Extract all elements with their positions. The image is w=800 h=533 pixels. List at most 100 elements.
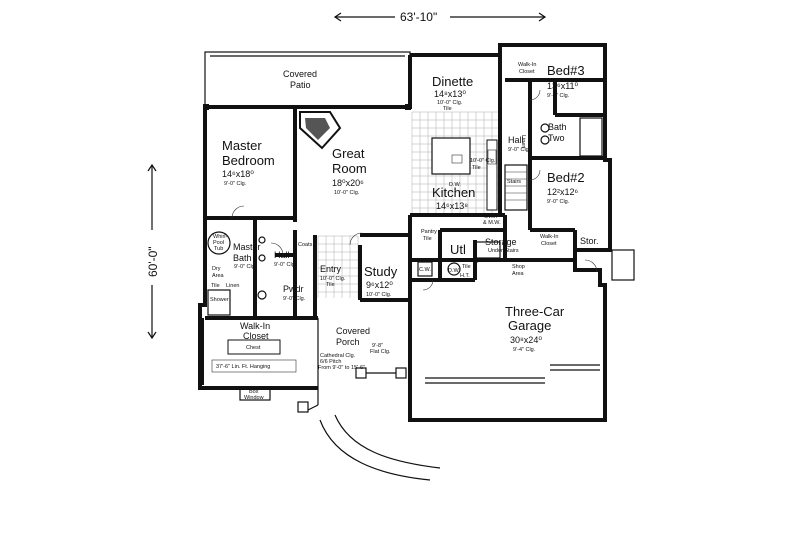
room-master-bedroom: Master Bedroom 14⁶x18⁰ 9'-0" Clg. [222, 138, 275, 187]
kitchen-counter [486, 139, 498, 211]
room-shop-area: Shop Area [512, 264, 525, 277]
master-bedroom-note: 9'-0" Clg. [224, 181, 247, 187]
garage-label-1: Three-Car [505, 304, 565, 319]
room-great-room: Great Room 18⁰x20⁶ 10'-0" Clg. [332, 146, 367, 196]
box-window-2: Window [244, 395, 264, 401]
study-size: 9⁶x12⁰ [366, 280, 393, 290]
room-storage: Storage Under Stairs [485, 237, 519, 254]
room-dinette: Dinette 14⁸x13⁰ 10'-0" Clg. Tile [432, 74, 473, 112]
room-coats: Coats [298, 242, 313, 248]
stairs-icon: Stairs [504, 164, 528, 211]
linen-right: Linen [520, 135, 526, 148]
tub-3: Tub [214, 246, 223, 252]
porch-label-1: Covered [336, 326, 370, 336]
room-master-bath: Master Bath 9'-0" Clg. Whirl- Pool Tub [213, 234, 261, 270]
kitchen-size: 14⁶x13⁸ [436, 201, 468, 211]
utl-cw: C.W. [419, 267, 431, 273]
master-bath-note: 9'-0" Clg. [234, 264, 257, 270]
dry-area-linen: Linen [226, 283, 239, 289]
room-covered-porch: Covered Porch Cathedral Clg. 6/6 Pitch F… [318, 326, 391, 371]
bed2-label: Bed#2 [547, 170, 585, 185]
utl-dw: D.W. [448, 268, 460, 274]
box-window [239, 387, 271, 401]
bed3-note: 9'-0" Clg. [547, 93, 570, 99]
porch-note-2: 6/6 Pitch [320, 359, 341, 365]
kitchen-label: Kitchen [432, 185, 475, 200]
entry-note-2: Tile [326, 282, 335, 288]
dinette-size: 14⁸x13⁰ [434, 89, 466, 99]
porch-note-3: From 9'-0" to 15'-6" [318, 365, 365, 371]
porch-note-1: Cathedral Clg. [320, 353, 356, 359]
patio-label-2: Patio [290, 80, 311, 90]
tub-2: Pool [213, 240, 224, 246]
room-dry-area: Dry Area Tile Linen Shower [210, 266, 239, 303]
room-pantry: Pantry Tile [421, 229, 437, 242]
hall-right-note: 9'-0" Clg. [508, 147, 531, 153]
shop-area-1: Shop [512, 264, 525, 270]
garage-label-2: Garage [508, 318, 551, 333]
master-bath-1: Master [233, 242, 261, 252]
porch-flat-2: Flat Clg. [370, 349, 391, 355]
pwdr-note: 9'-0" Clg. [283, 296, 306, 302]
master-bedroom-2: Bedroom [222, 153, 275, 168]
kitchen-dw-label: D.W. [449, 182, 461, 188]
porch-flat-1: 9'-8" [372, 343, 383, 349]
wic-master-1: Walk-In [240, 321, 270, 331]
pantry-1: Pantry [421, 229, 437, 235]
garage-size: 30⁸x24⁰ [510, 335, 542, 345]
box-window-1: Box [249, 389, 259, 395]
great-room-note: 10'-0" Clg. [334, 190, 360, 196]
room-three-car-garage: Three-Car Garage 30⁸x24⁰ 9'-4" Clg. [505, 304, 565, 353]
wic-master-hanging: 37'-6" Lin. Ft. Hanging [216, 364, 270, 370]
dinette-note-2: Tile [443, 106, 452, 112]
oven-1: Oven [484, 214, 497, 220]
bed2-size: 12²x12⁶ [547, 187, 579, 197]
utl-note-1: 9'-0" Clg. [458, 258, 481, 264]
room-pwdr: Pwdr 9'-0" Clg. [283, 284, 306, 302]
bed3-label: Bed#3 [547, 63, 585, 78]
covered-patio: Covered Patio [203, 51, 411, 110]
kitchen-note-1: 10'-0" Clg. [470, 158, 496, 164]
room-bed2: Bed#2 12²x12⁶ 9'-0" Clg. [547, 170, 585, 205]
bath-two-1: Bath [548, 122, 567, 132]
room-hall-left: Hall 9'-0" Clg. [274, 250, 297, 268]
utl-note-2: Tile [462, 264, 471, 270]
wic-top-2: Closet [519, 69, 535, 75]
utl-ht: H.T. [460, 273, 470, 279]
utl-label: Utl [450, 242, 466, 257]
master-bath-2: Bath [233, 253, 252, 263]
storage-label: Storage [485, 237, 517, 247]
wic-master-2: Closet [243, 331, 269, 341]
depth-dimension: 60'-0" [146, 163, 160, 340]
master-closet-chest [211, 339, 297, 373]
room-walk-in-closet-master: Walk-In Closet Chest 37'-6" Lin. Ft. Han… [216, 321, 270, 370]
room-bed3: Bed#3 13⁶x11⁰ 9'-0" Clg. [547, 63, 585, 99]
entry-label: Entry [320, 264, 342, 274]
kitchen-island: D.W. [431, 137, 471, 188]
tub-1: Whirl- [213, 234, 228, 240]
dry-area-1: Dry [212, 266, 221, 272]
stor-label: Stor. [580, 236, 599, 246]
garage-note: 9'-4" Clg. [513, 347, 536, 353]
great-room-1: Great [332, 146, 365, 161]
room-walk-in-closet-right: Walk-In Closet [540, 234, 558, 247]
pwdr-label: Pwdr [283, 284, 304, 294]
room-kitchen: Kitchen 14⁶x13⁸ 10'-0" Clg. Tile [432, 158, 496, 211]
door-swings [231, 89, 598, 291]
bath-two-fixtures [540, 117, 603, 157]
hall-left-note: 9'-0" Clg. [274, 262, 297, 268]
interior-walls [205, 55, 605, 320]
utility-fixtures [417, 241, 501, 277]
master-bedroom-size: 14⁶x18⁰ [222, 169, 254, 179]
master-bath-fixtures [207, 231, 267, 316]
dinette-label: Dinette [432, 74, 473, 89]
room-stor: Stor. [580, 236, 599, 246]
master-bedroom-1: Master [222, 138, 262, 153]
room-walk-in-closet-top: Walk-In Closet [518, 62, 536, 75]
room-bath-two: Bath Two [548, 122, 567, 143]
room-oven: Oven & M.W. [483, 214, 501, 226]
bath-two-2: Two [548, 133, 565, 143]
exterior-walls [198, 43, 635, 422]
coats-label: Coats [298, 242, 313, 248]
